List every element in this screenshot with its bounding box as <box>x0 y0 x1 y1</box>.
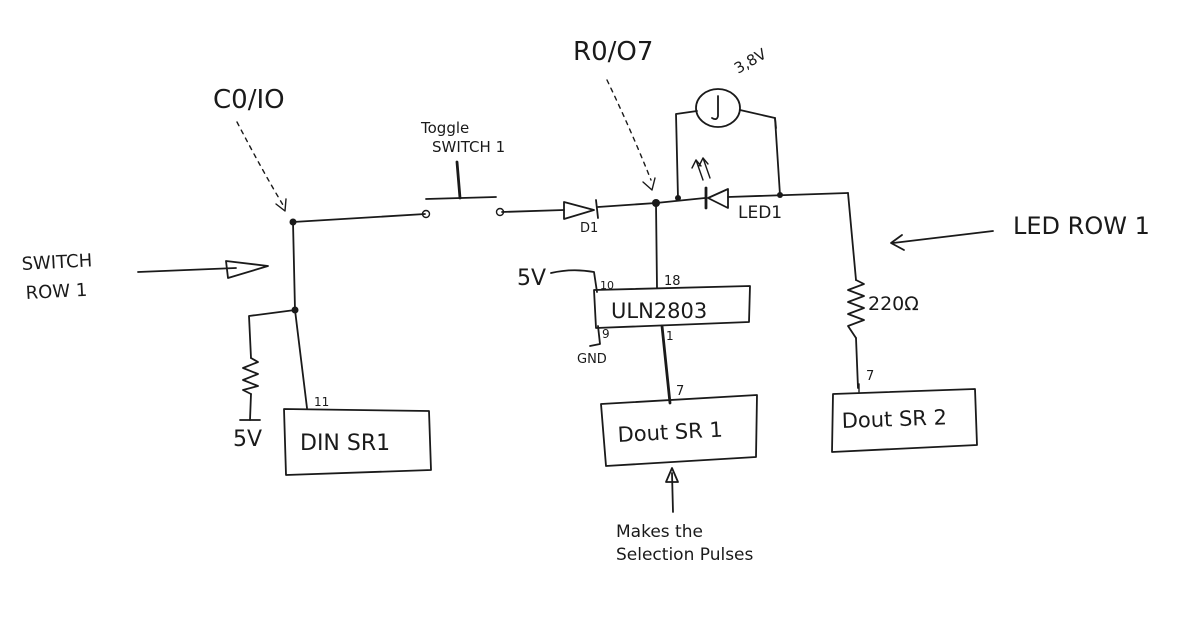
label-din-sr1: DIN SR1 <box>300 431 390 456</box>
label-led-row: LED ROW 1 <box>1013 212 1150 240</box>
label-note-line1: Makes the <box>616 522 703 542</box>
dout-sr1-box <box>600 394 758 467</box>
wire-pullup-branch <box>248 309 296 359</box>
label-r0-o7: R0/O7 <box>573 37 653 67</box>
lamp-filament <box>711 95 719 121</box>
label-resistor-220: 220Ω <box>868 293 919 315</box>
diode-d1-bar <box>595 199 599 219</box>
label-lamp-voltage: 3,8V <box>731 44 770 77</box>
switch-contact-left <box>421 209 431 219</box>
label-pin7-mid: 7 <box>676 384 684 399</box>
led-1 <box>691 157 729 210</box>
junction-lamp-left <box>675 195 681 201</box>
wire-pullup-to-5v <box>249 393 252 421</box>
junction-c0 <box>289 218 297 226</box>
junctions <box>289 192 783 314</box>
wire-lamp-right <box>739 109 781 196</box>
lamp <box>695 88 741 128</box>
c0-io-arrowhead <box>275 198 287 212</box>
wire-resistor-to-sr2 <box>855 337 859 389</box>
dout-sr2-box <box>831 388 978 453</box>
switch-row-arrow <box>137 267 237 273</box>
junction-pullup <box>291 306 299 314</box>
label-note-line2: Selection Pulses <box>616 545 754 565</box>
switch-actuator <box>455 160 462 200</box>
label-pin9: 9 <box>602 327 610 341</box>
label-led1: LED1 <box>738 203 782 223</box>
toggle-switch <box>421 160 505 219</box>
switch-contact-right <box>495 207 505 217</box>
led-arrow-2 <box>698 157 711 179</box>
wire-node-to-led <box>655 197 706 204</box>
wires <box>239 109 859 421</box>
label-pin11: 11 <box>314 395 329 409</box>
label-switch-row-2: ROW 1 <box>25 280 88 304</box>
wire-row-left <box>292 213 426 223</box>
wire-to-din <box>294 309 308 409</box>
wire-node-to-uln <box>655 202 658 289</box>
lamp-body <box>695 88 741 128</box>
wire-switch-to-d1 <box>501 209 565 213</box>
selection-pulse-arrowhead <box>665 467 679 483</box>
r0-o7-arrowhead <box>642 177 656 191</box>
led-row-arrow <box>892 230 994 244</box>
wire-pin9-to-gnd <box>589 325 601 347</box>
label-c0-io: C0/IO <box>213 85 285 115</box>
r0-o7-dashed-arrow <box>606 79 652 181</box>
label-d1: D1 <box>580 221 598 236</box>
label-pin1: 1 <box>666 329 674 343</box>
wire-led-to-right <box>727 192 849 198</box>
diode-d1 <box>563 199 599 220</box>
wire-lamp-tick <box>774 117 777 129</box>
label-pin10: 10 <box>600 279 614 292</box>
led-triangle <box>707 188 729 209</box>
wire-left-vertical <box>292 221 296 311</box>
diode-d1-triangle <box>563 201 595 220</box>
led-row-arrowhead <box>890 234 905 251</box>
label-toggle: Toggle <box>420 119 469 137</box>
wire-uln-to-sr1 <box>660 324 672 405</box>
c0-io-dashed-arrow <box>236 121 284 206</box>
label-5v-mid: 5V <box>517 266 546 291</box>
wire-d1-to-node <box>597 202 657 208</box>
din-sr1-box <box>283 408 432 476</box>
pullup-resistor <box>242 357 259 395</box>
selection-pulse-arrow <box>671 472 674 513</box>
wire-right-down <box>847 192 857 281</box>
junction-r0 <box>652 199 660 207</box>
label-dout-sr1: Dout SR 1 <box>617 418 723 447</box>
junction-lamp-right <box>777 192 783 198</box>
label-uln2803: ULN2803 <box>611 299 707 323</box>
label-5v-left: 5V <box>233 427 262 452</box>
label-pin18: 18 <box>664 274 681 289</box>
uln2803-box <box>593 285 751 329</box>
switch-row-arrowhead <box>225 260 269 279</box>
label-switch-row-1: SWITCH <box>21 250 93 275</box>
label-dout-sr2: Dout SR 2 <box>841 405 947 433</box>
label-gnd: GND <box>577 352 607 367</box>
led-arrow-1 <box>691 159 704 181</box>
wire-5v-to-pin10 <box>550 269 598 293</box>
wire-lamp-left <box>675 110 698 199</box>
label-pin7-right: 7 <box>866 369 874 384</box>
resistor-220 <box>847 279 865 339</box>
label-switch1: SWITCH 1 <box>432 138 505 156</box>
